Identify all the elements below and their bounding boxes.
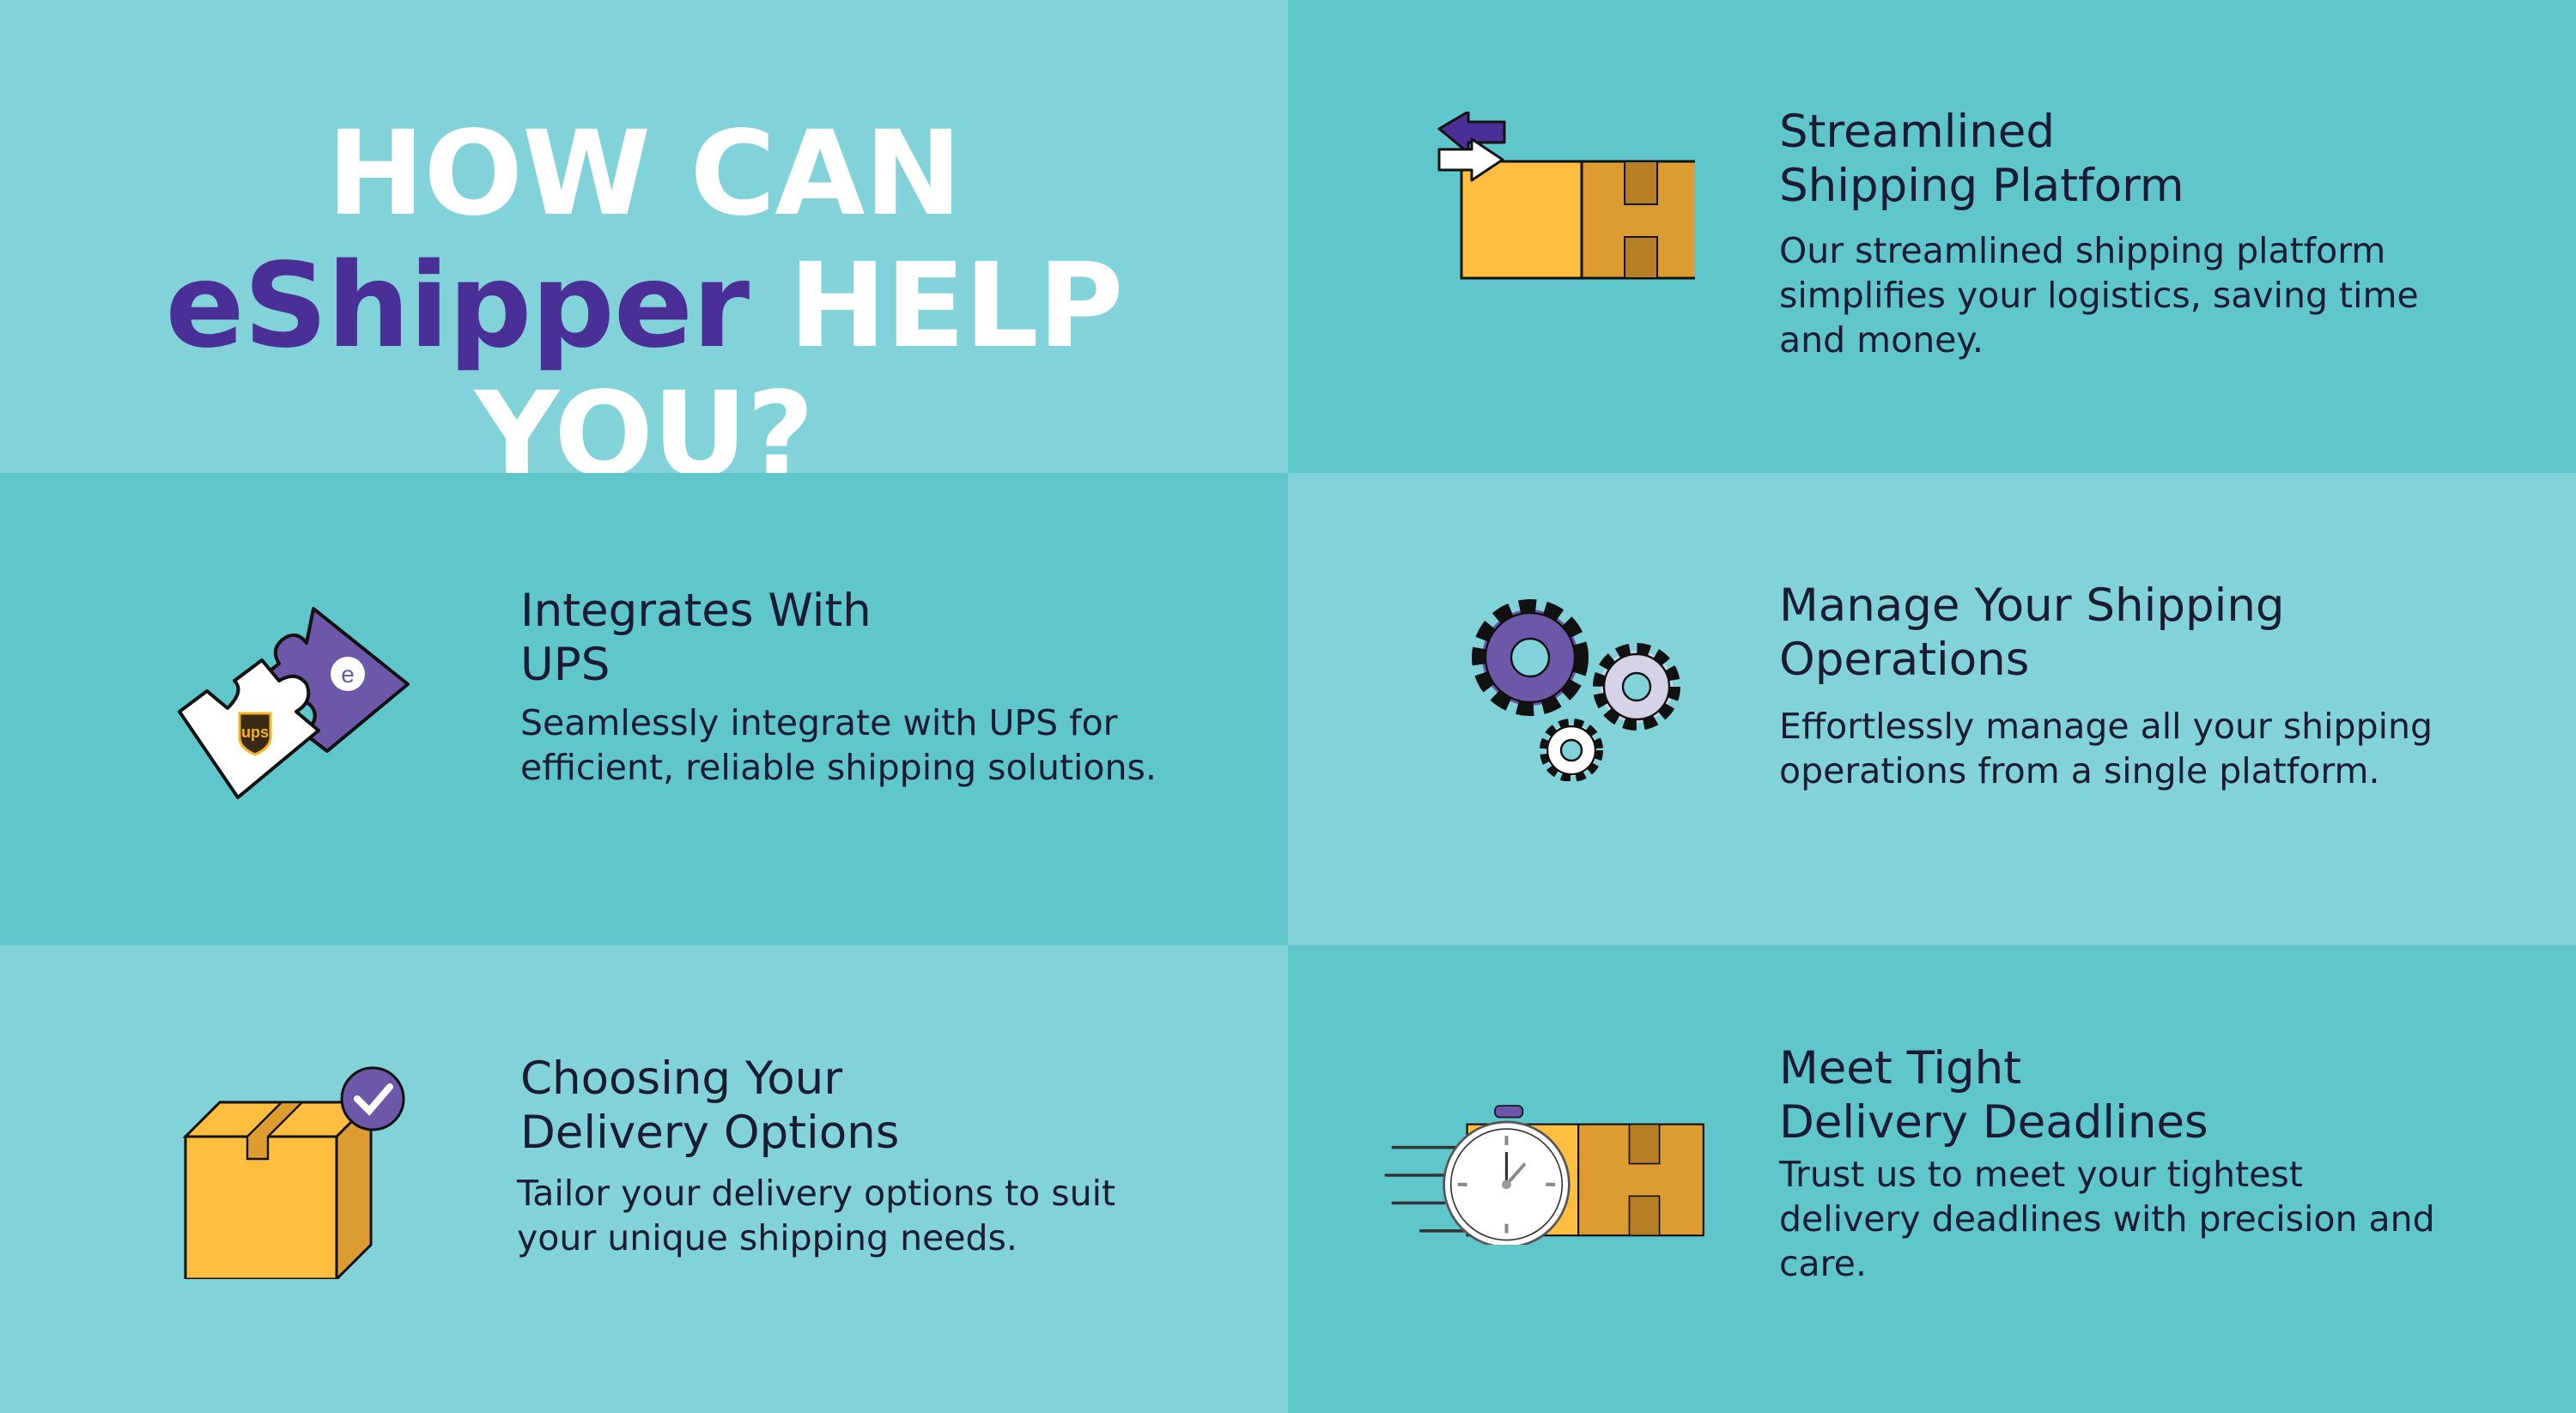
box-checkmark-icon (182, 1066, 405, 1279)
feature-description: Seamlessly integrate with UPS for effici… (520, 702, 1157, 788)
svg-text:e: e (341, 661, 355, 688)
gears-icon (1472, 599, 1680, 781)
feature-description: Effortlessly manage all your shipping op… (1779, 706, 2433, 791)
ups-logo-text: ups (241, 724, 269, 741)
title-line-2: eShipper HELP YOU? (0, 242, 1288, 500)
title-line-2-rest: HELP YOU? (474, 239, 1124, 503)
feature-description: Tailor your delivery options to suit you… (517, 1173, 1116, 1258)
brand-name: eShipper (165, 239, 750, 374)
shipping-box-arrows-icon (1437, 112, 1695, 280)
stopwatch-box-icon (1384, 1105, 1704, 1245)
feature-description: Trust us to meet your tightest delivery … (1779, 1154, 2435, 1284)
puzzle-pieces-icon: e ups (178, 607, 410, 799)
title-panel: HOW CAN eShipper HELP YOU? (0, 0, 1288, 500)
title-line-1: HOW CAN (326, 106, 963, 242)
feature-description: Our streamlined shipping platform simpli… (1779, 230, 2419, 361)
